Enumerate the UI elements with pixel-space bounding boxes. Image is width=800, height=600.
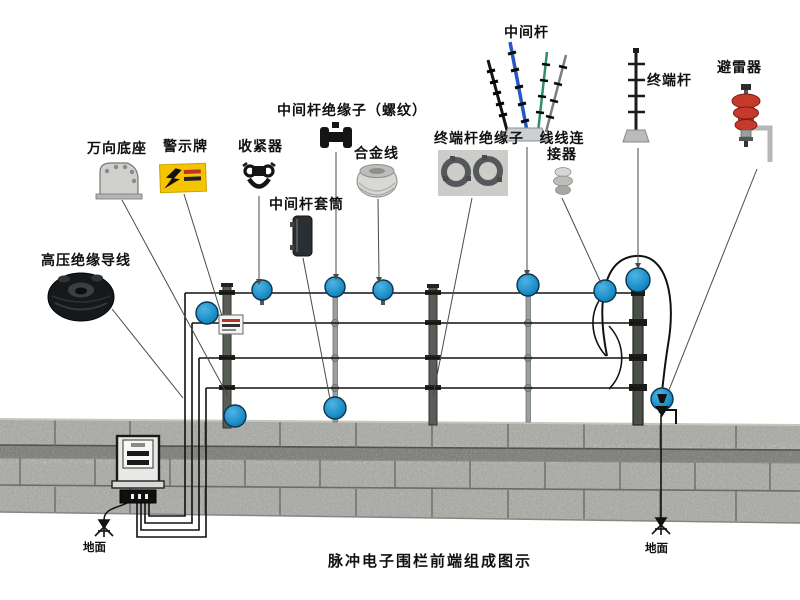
label-ground-right: 地面	[645, 541, 668, 555]
fence-wires	[103, 254, 677, 538]
insulators	[195, 267, 651, 428]
leader-lines	[111, 147, 758, 400]
label-ground-left: 地面	[83, 540, 106, 554]
end-post-insulator-image	[438, 150, 508, 196]
alloy-wire-image	[356, 164, 398, 198]
wire-connector-image	[553, 167, 573, 195]
fence	[103, 254, 677, 538]
fence-mid-pole-2	[524, 289, 532, 423]
label-wire-connector-line1: 线线连	[539, 131, 585, 147]
label-wire-connector: 线线连 接器	[532, 131, 592, 163]
label-mid-post-sleeve: 中间杆套筒	[269, 197, 344, 213]
label-wire-connector-line2: 接器	[547, 147, 577, 164]
label-end-post-insulator: 终端杆绝缘子	[434, 131, 524, 147]
warning-sign-image	[159, 162, 207, 194]
label-warning-sign: 警示牌	[163, 139, 208, 155]
label-tensioner: 收紧器	[238, 139, 283, 155]
mid-post-poles-image	[486, 41, 568, 142]
label-mid-post: 中间杆	[504, 25, 549, 41]
energizer-unit	[111, 434, 165, 504]
diagram-title: 脉冲电子围栏前端组成图示	[327, 552, 532, 570]
ground-symbol-left	[94, 519, 114, 537]
hv-wire-coil-image	[47, 272, 115, 322]
label-alloy-wire: 合金线	[354, 146, 399, 162]
label-lightning-arrester: 避雷器	[717, 60, 762, 76]
fence-post-mid-dark	[425, 284, 441, 426]
installed-arrester	[650, 387, 674, 417]
universal-base-image	[95, 162, 143, 200]
label-mid-post-insulator: 中间杆绝缘子（螺纹）	[277, 103, 427, 119]
fence-terminal-post	[629, 286, 647, 426]
mid-post-insulator-image	[320, 122, 352, 148]
tensioner-image	[242, 162, 276, 189]
ground-symbol-right	[651, 517, 671, 535]
leader-arrowheads	[256, 263, 641, 285]
lightning-bolt-icon	[164, 168, 182, 189]
label-hv-insulated-wire: 高压绝缘导线	[41, 253, 131, 269]
mid-post-sleeve-image	[290, 215, 313, 257]
end-post-image	[622, 48, 650, 143]
lightning-arrester-image	[731, 84, 773, 162]
fence-warning-placard	[218, 314, 244, 335]
label-end-post: 终端杆	[647, 73, 692, 89]
label-universal-base: 万向底座	[87, 141, 147, 157]
